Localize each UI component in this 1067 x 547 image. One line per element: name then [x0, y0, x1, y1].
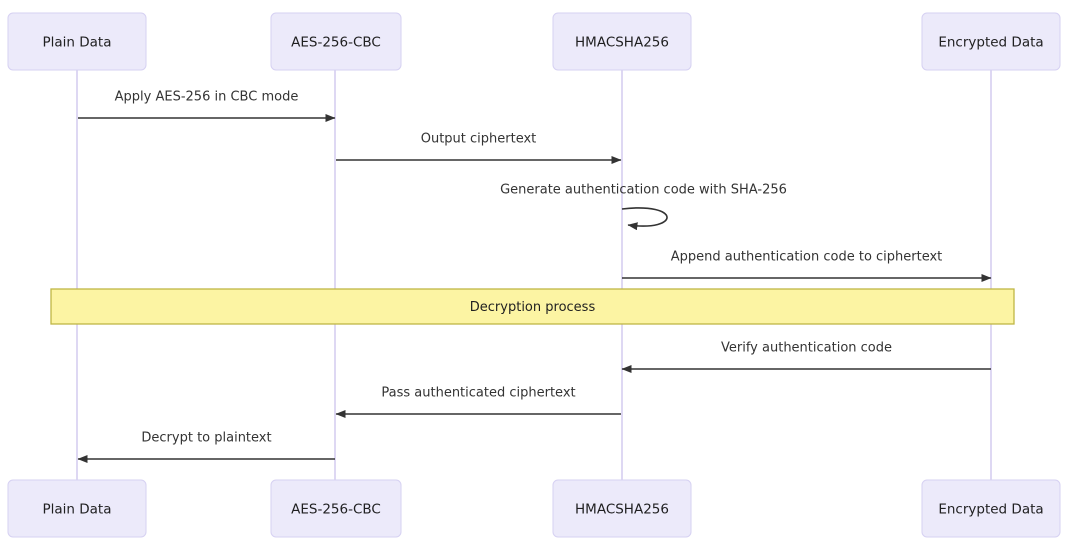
participant-label: Plain Data	[43, 502, 112, 518]
message-label: Output ciphertext	[421, 132, 537, 147]
participant-box[interactable]	[921, 479, 1061, 538]
message-label: Pass authenticated ciphertext	[381, 386, 575, 401]
message-label: Append authentication code to ciphertext	[671, 250, 943, 265]
participant-encrypted-data-top[interactable]: Encrypted Data	[921, 12, 1061, 71]
message-m5: Verify authentication code	[621, 341, 991, 373]
participant-plain-data-bottom[interactable]: Plain Data	[7, 479, 147, 538]
participant-hmacsha256-top[interactable]: HMACSHA256	[552, 12, 692, 71]
participant-label: Encrypted Data	[938, 35, 1043, 51]
notes-group: Decryption process	[50, 288, 1015, 325]
note-label: Decryption process	[470, 300, 596, 315]
participant-label: Encrypted Data	[938, 502, 1043, 518]
participant-plain-data-top[interactable]: Plain Data	[7, 12, 147, 71]
participant-label: AES-256-CBC	[291, 502, 381, 518]
message-label: Generate authentication code with SHA-25…	[500, 183, 787, 198]
message-m3: Generate authentication code with SHA-25…	[500, 183, 787, 231]
participant-box[interactable]	[7, 12, 147, 71]
note-decryption-process: Decryption process	[50, 288, 1015, 325]
participant-label: HMACSHA256	[575, 502, 669, 518]
message-m2: Output ciphertext	[336, 132, 622, 164]
message-m1: Apply AES-256 in CBC mode	[78, 90, 336, 122]
participant-aes-256-cbc-top[interactable]: AES-256-CBC	[270, 12, 402, 71]
participant-box[interactable]	[7, 479, 147, 538]
message-m4: Append authentication code to ciphertext	[622, 250, 992, 282]
participant-aes-256-cbc-bottom[interactable]: AES-256-CBC	[270, 479, 402, 538]
message-label: Apply AES-256 in CBC mode	[115, 90, 299, 105]
participant-box[interactable]	[552, 479, 692, 538]
participant-hmacsha256-bottom[interactable]: HMACSHA256	[552, 479, 692, 538]
participant-box[interactable]	[921, 12, 1061, 71]
message-m6: Pass authenticated ciphertext	[335, 386, 621, 418]
participant-label: HMACSHA256	[575, 35, 669, 51]
participant-box[interactable]	[270, 12, 402, 71]
note-background	[50, 288, 1015, 325]
participant-box[interactable]	[270, 479, 402, 538]
participant-label: AES-256-CBC	[291, 35, 381, 51]
message-self-loop-arrow	[621, 207, 668, 231]
participant-box[interactable]	[552, 12, 692, 71]
participant-label: Plain Data	[43, 35, 112, 51]
participant-encrypted-data-bottom[interactable]: Encrypted Data	[921, 479, 1061, 538]
message-m7: Decrypt to plaintext	[77, 431, 335, 463]
message-label: Verify authentication code	[721, 341, 892, 356]
message-label: Decrypt to plaintext	[141, 431, 271, 446]
